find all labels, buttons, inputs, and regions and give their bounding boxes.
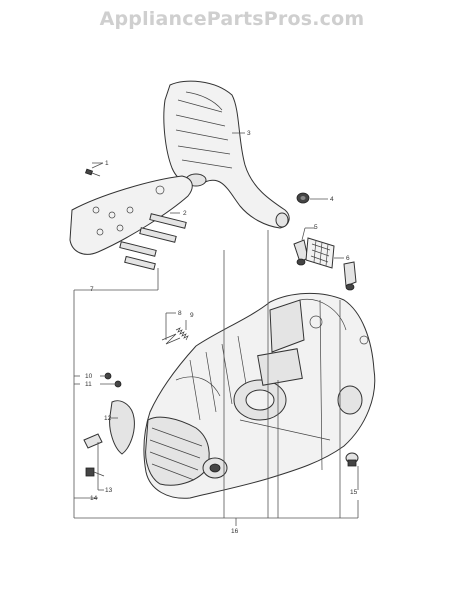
part-15-sensor[interactable]: [345, 452, 359, 467]
callout-12: 12: [104, 415, 112, 422]
part-5-plug[interactable]: [293, 239, 309, 266]
callout-14: 14: [90, 495, 98, 502]
watermark: AppliancePartsPros.com: [99, 8, 365, 30]
leader-lines: [73, 132, 359, 526]
callout-labels: 1 2 3 4 5 6 7 8 9 10 11 12 13 14 15 16: [85, 130, 358, 535]
part-10-11-screws[interactable]: [104, 372, 122, 388]
part-1-screw[interactable]: [84, 168, 101, 177]
callout-3: 3: [247, 130, 251, 137]
callout-7: 7: [90, 286, 94, 293]
part-3-handguard[interactable]: [163, 80, 290, 229]
part-8-9-spring-pin[interactable]: [161, 327, 189, 345]
callout-11: 11: [85, 381, 92, 388]
callout-6: 6: [346, 255, 350, 262]
callout-1: 1: [105, 160, 109, 167]
part-16-crankcase[interactable]: [143, 292, 376, 499]
part-13-14-buffers[interactable]: [83, 433, 105, 477]
callout-13: 13: [105, 487, 113, 494]
part-6-filter[interactable]: [305, 237, 357, 291]
callout-8: 8: [178, 310, 182, 317]
part-2-cover-plate[interactable]: [69, 175, 193, 271]
part-4-nut[interactable]: [296, 192, 310, 204]
callout-10: 10: [85, 373, 93, 380]
part-12-bracket[interactable]: [109, 400, 135, 455]
callout-4: 4: [330, 196, 334, 203]
callout-5: 5: [314, 224, 318, 231]
callout-16: 16: [231, 528, 239, 535]
callout-9: 9: [190, 312, 194, 319]
callout-2: 2: [183, 210, 187, 217]
callout-15: 15: [350, 489, 358, 496]
